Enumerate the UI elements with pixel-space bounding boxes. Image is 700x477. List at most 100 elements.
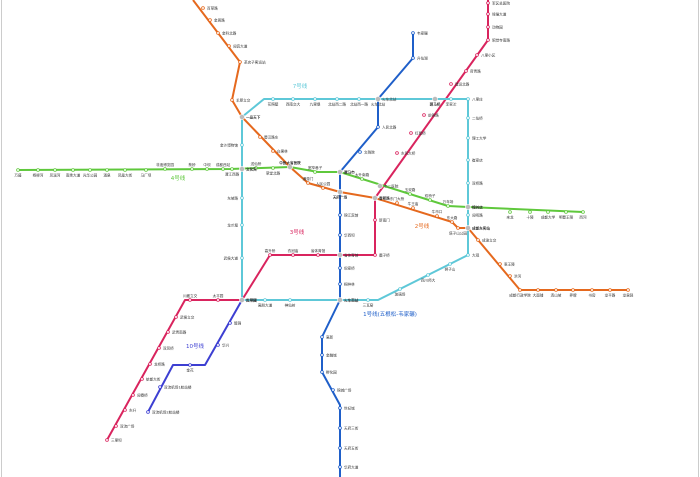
station-label[interactable]: 李家沱 xyxy=(446,102,457,107)
station-label[interactable]: 大观 xyxy=(472,252,480,257)
station-label[interactable]: 狮子山 xyxy=(445,267,456,272)
station-label[interactable]: 中医大省医院 xyxy=(279,160,301,165)
station-label[interactable]: 红牌楼 xyxy=(246,297,257,302)
station-label[interactable]: 昭觉寺南路 xyxy=(492,37,510,42)
station-label[interactable]: 东大路 xyxy=(447,215,458,220)
station-label[interactable]: 惠王陵 xyxy=(504,261,515,266)
station-marker[interactable] xyxy=(158,385,162,389)
station-marker[interactable] xyxy=(188,298,192,302)
station-label[interactable]: 白果林 xyxy=(277,148,288,153)
station-marker[interactable] xyxy=(320,335,324,339)
station-label[interactable]: 双流广场 xyxy=(120,423,135,428)
station-marker[interactable] xyxy=(486,12,490,16)
station-label[interactable]: 成都大学 xyxy=(541,215,556,220)
station-label[interactable]: 火车北站 xyxy=(371,102,386,107)
station-marker[interactable] xyxy=(466,97,470,101)
station-label[interactable]: 双流机场2航站楼 xyxy=(152,409,180,414)
station-label[interactable]: 文化宫 xyxy=(246,166,257,171)
station-label[interactable]: 太平园 xyxy=(246,297,257,302)
station-label[interactable]: 东风大桥 xyxy=(401,150,416,155)
station-marker[interactable] xyxy=(449,82,453,86)
station-marker[interactable] xyxy=(422,113,426,117)
station-label[interactable]: 非遗博览园 xyxy=(156,162,174,167)
station-label[interactable]: 人民北路 xyxy=(382,124,397,129)
station-label[interactable]: 羊犀立交 xyxy=(236,97,251,102)
station-label[interactable]: 天府三街 xyxy=(344,425,359,430)
station-marker[interactable] xyxy=(428,198,432,202)
station-marker[interactable] xyxy=(216,343,220,347)
station-label[interactable]: 万盛 xyxy=(14,173,22,178)
station-label[interactable]: 簇锦 xyxy=(234,320,242,325)
station-marker[interactable] xyxy=(411,56,415,60)
station-label[interactable]: 万年场 xyxy=(443,199,454,204)
station-label[interactable]: 明蜀王陵 xyxy=(559,215,574,220)
station-marker[interactable] xyxy=(409,131,413,135)
station-label[interactable]: 双桥子 xyxy=(425,193,436,198)
station-label[interactable]: 一品天下 xyxy=(246,114,261,119)
station-marker[interactable] xyxy=(144,168,148,172)
station-label[interactable]: 双凤桥 xyxy=(163,345,174,350)
station-label[interactable]: 来龙 xyxy=(506,215,514,220)
station-marker[interactable] xyxy=(466,253,470,257)
station-label[interactable]: 凤凰大街 xyxy=(118,173,133,178)
station-label[interactable]: 高升桥 xyxy=(265,248,276,253)
station-marker[interactable] xyxy=(271,97,275,101)
station-marker[interactable] xyxy=(357,97,361,101)
station-label[interactable]: 宽窄巷子 xyxy=(308,165,323,170)
station-marker[interactable] xyxy=(435,214,439,218)
station-marker[interactable] xyxy=(373,253,377,257)
station-label[interactable]: 韦家碾 xyxy=(417,30,428,35)
station-label[interactable]: 迎春桥 xyxy=(137,392,148,397)
station-label[interactable]: 牛王庙 xyxy=(408,201,419,206)
station-marker[interactable] xyxy=(53,168,57,172)
interchange-station-icon[interactable] xyxy=(465,204,471,210)
station-label[interactable]: 前锋路 xyxy=(428,112,439,117)
station-marker[interactable] xyxy=(395,151,399,155)
station-label[interactable]: 北站西二路 xyxy=(328,102,346,107)
station-label[interactable]: 龙桥路 xyxy=(154,361,165,366)
station-marker[interactable] xyxy=(475,53,479,57)
line7-track[interactable] xyxy=(241,98,469,301)
station-label[interactable]: 南熏大道 xyxy=(66,173,81,178)
station-marker[interactable] xyxy=(240,143,244,147)
station-label[interactable]: 东坡路 xyxy=(227,195,238,200)
station-label[interactable]: 蔡桥 xyxy=(188,162,196,167)
station-marker[interactable] xyxy=(205,167,209,171)
station-label[interactable]: 文化宫 xyxy=(246,166,257,171)
station-label[interactable]: 成都行政学院 xyxy=(509,293,531,298)
station-label[interactable]: 世纪城 xyxy=(344,405,355,410)
station-marker[interactable] xyxy=(71,168,75,172)
station-marker[interactable] xyxy=(263,298,267,302)
station-marker[interactable] xyxy=(123,408,127,412)
station-label[interactable]: 倪家桥 xyxy=(344,265,355,270)
station-marker[interactable] xyxy=(316,253,320,257)
station-marker[interactable] xyxy=(166,330,170,334)
station-label[interactable]: 书房 xyxy=(588,293,596,298)
station-label[interactable]: 蜀汉路东 xyxy=(264,134,279,139)
station-marker[interactable] xyxy=(240,256,244,260)
station-label[interactable]: 双桥路 xyxy=(472,180,483,185)
station-label[interactable]: 牛市口 xyxy=(432,209,443,214)
interchange-station-icon[interactable] xyxy=(337,252,343,258)
station-marker[interactable] xyxy=(36,168,40,172)
station-marker[interactable] xyxy=(288,298,292,302)
station-label[interactable]: 成都东客站 xyxy=(472,225,490,230)
station-label[interactable]: 火车北站 xyxy=(382,96,397,101)
line2-track[interactable] xyxy=(192,0,628,291)
station-marker[interactable] xyxy=(230,167,234,171)
station-label[interactable]: 磨子桥 xyxy=(379,252,390,257)
interchange-station-icon[interactable] xyxy=(432,96,438,102)
station-marker[interactable] xyxy=(581,210,585,214)
station-marker[interactable] xyxy=(464,69,468,73)
station-marker[interactable] xyxy=(221,167,225,171)
station-label[interactable]: 杨柳河 xyxy=(33,173,44,178)
station-label[interactable]: 连山坡 xyxy=(551,293,562,298)
station-label[interactable]: 省体育馆 xyxy=(311,248,326,253)
station-label[interactable]: 界牌 xyxy=(569,293,577,298)
station-label[interactable]: 升仙湖 xyxy=(417,55,428,60)
station-marker[interactable] xyxy=(291,97,295,101)
station-label[interactable]: 天府广场 xyxy=(333,195,348,200)
station-marker[interactable] xyxy=(426,273,430,277)
interchange-station-icon[interactable] xyxy=(465,225,471,231)
station-label[interactable]: 金沙博物馆 xyxy=(220,142,238,147)
